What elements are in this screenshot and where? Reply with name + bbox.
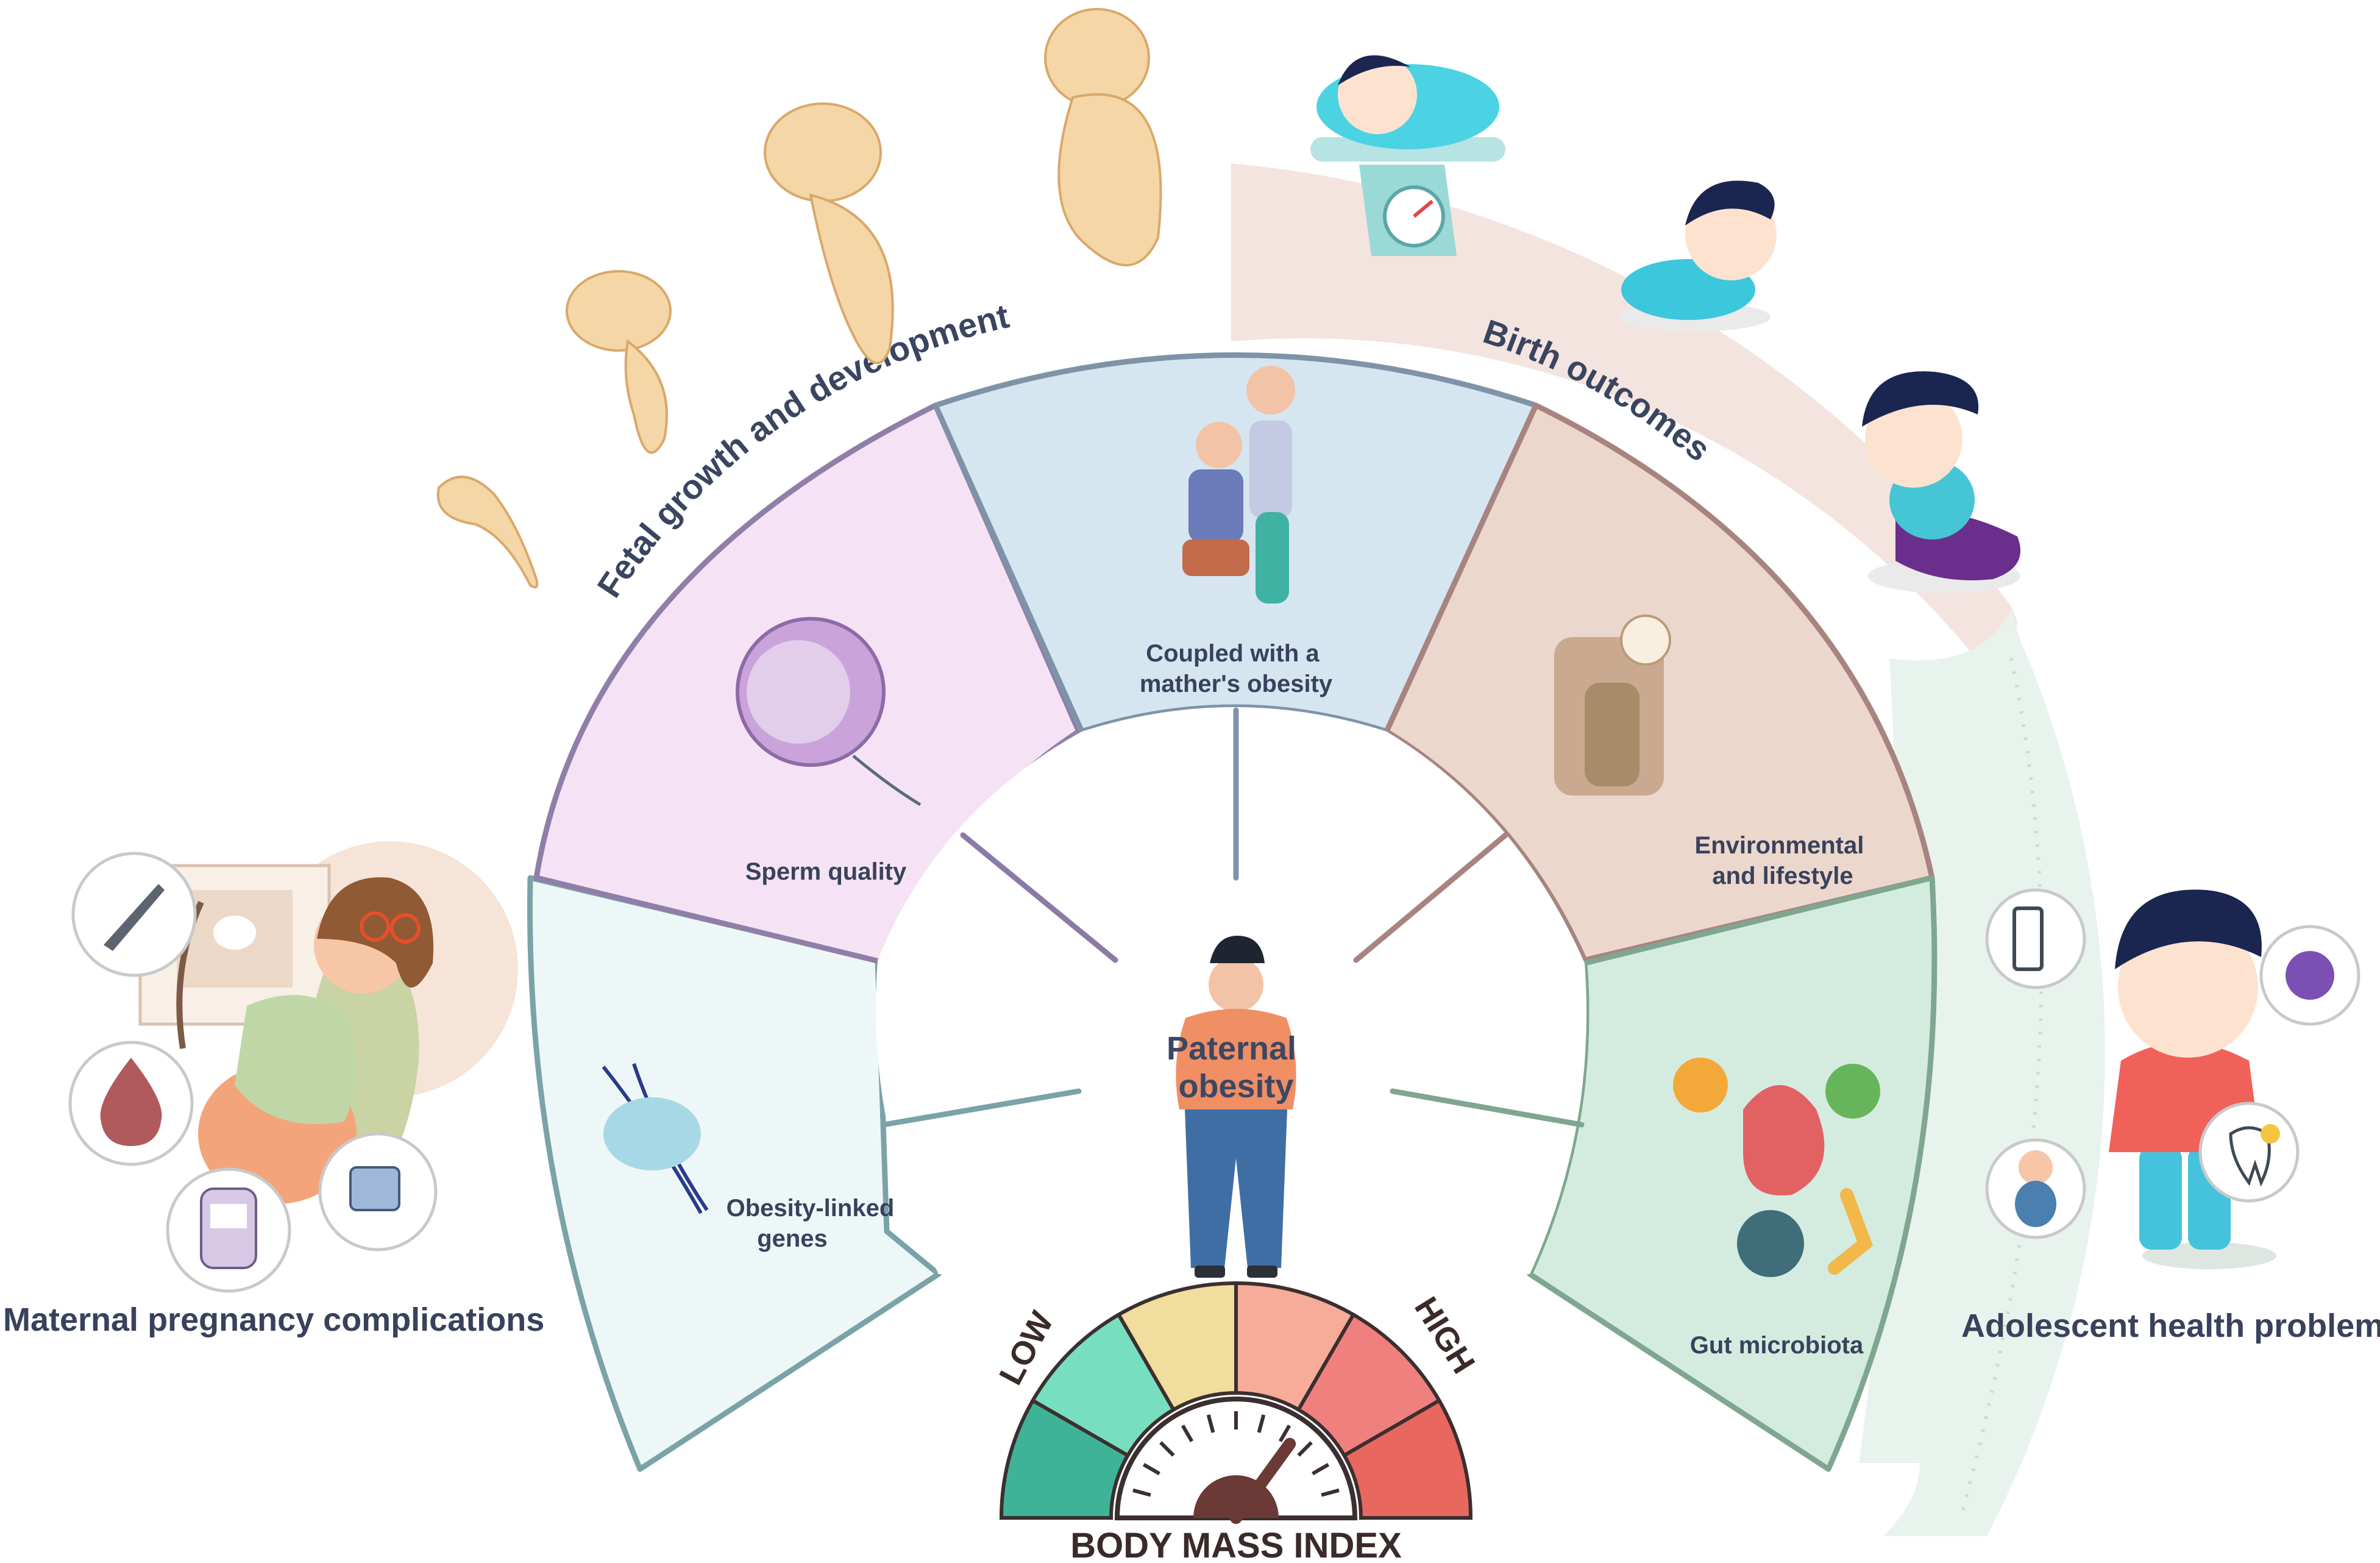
- glucose-meter-icon: [166, 1167, 291, 1293]
- sitting-baby-illustration: [1862, 371, 2020, 593]
- gauge-tick: [1206, 1414, 1215, 1433]
- segment-label-gut: Gut microbiota: [1690, 1332, 1864, 1359]
- adolescent-icons: [1985, 888, 2360, 1239]
- gauge-tick: [1297, 1441, 1313, 1457]
- gauge-tick: [1181, 1424, 1194, 1442]
- gauge-title: BODY MASS INDEX: [1070, 1526, 1402, 1563]
- embryo-progression-illustration: [436, 8, 1162, 589]
- dna-illustration: [602, 1063, 709, 1214]
- gauge-face: [1114, 1397, 1358, 1520]
- inhaler-icon: [1985, 888, 2086, 989]
- blood-drop-icon: [68, 1041, 194, 1166]
- birth-outcomes-band: [1231, 163, 2017, 701]
- couple-illustration: [1182, 366, 1295, 603]
- embryo-stage-2: [566, 270, 672, 454]
- gut-and-microbes-illustration: [1673, 1058, 1880, 1277]
- gauge-tick: [1142, 1462, 1160, 1476]
- gauge-tick: [1312, 1462, 1330, 1476]
- virus-icon: [2259, 925, 2360, 1026]
- baby-on-scale-illustration: [1310, 55, 1505, 256]
- gauge-tick: [1159, 1441, 1175, 1457]
- gauge-tick: [1257, 1414, 1266, 1433]
- outcome-label-adolescent: Adolescent health problem: [1961, 1308, 2380, 1344]
- gauge-segment-6: [1341, 1398, 1473, 1520]
- maternal-icons: [68, 852, 438, 1293]
- gauge-tick: [1132, 1488, 1151, 1497]
- segment-label-sperm: Sperm quality: [745, 858, 907, 885]
- obese-child-icon: [1985, 1138, 2086, 1239]
- bmi-gauge: [999, 1281, 1473, 1524]
- embryo-stage-3: [764, 102, 894, 365]
- blood-pressure-monitor-icon: [318, 1132, 438, 1251]
- spokes: [881, 707, 1585, 1128]
- scalpel-icon: [71, 852, 197, 977]
- segment-genes: [527, 875, 942, 1472]
- tooth-icon: [2198, 1102, 2300, 1203]
- segment-label-environment: Environmental and lifestyle: [1695, 832, 1871, 889]
- segment-label-genes: Obesity-linked genes: [726, 1195, 901, 1252]
- embryo-stage-1: [436, 475, 539, 589]
- adolescent-child-illustration: [2109, 889, 2276, 1269]
- egg-and-sperm-illustration: [736, 617, 922, 806]
- gauge-hub: [1193, 1475, 1279, 1518]
- lifestyle-illustration: [1554, 614, 1671, 796]
- outcome-label-maternal: Maternal pregnancy complications: [3, 1301, 544, 1338]
- fetus-stage-4: [1044, 8, 1162, 266]
- maternal-scene-illustration: [138, 841, 518, 1204]
- gauge-tick: [1278, 1424, 1291, 1442]
- segment-label-mother: Coupled with a mather's obesity: [1140, 640, 1333, 697]
- crawling-baby-illustration: [1618, 180, 1777, 332]
- gauge-tick: [1321, 1488, 1340, 1497]
- adolescent-band-dashed-edge: [1961, 658, 2044, 1512]
- paternal-figure-illustration: [1176, 936, 1296, 1278]
- gauge-high-label: HIGH: [1407, 1291, 1482, 1380]
- center-label: Paternal obesity: [1167, 1030, 1305, 1105]
